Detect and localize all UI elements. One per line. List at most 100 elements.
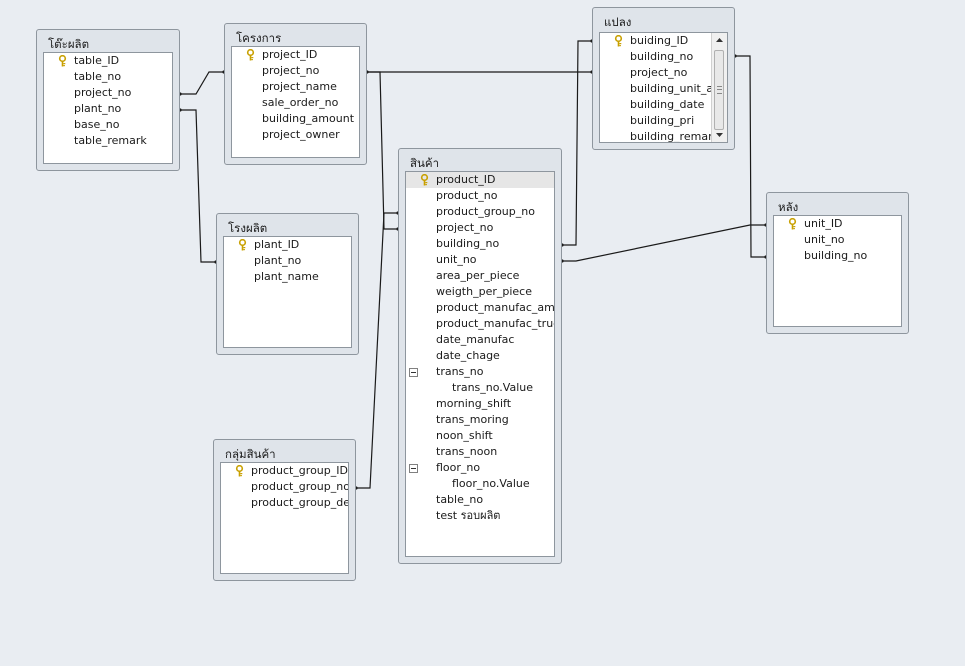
field-row[interactable]: product_group_no <box>221 479 348 495</box>
field-name: table_no <box>74 70 122 83</box>
field-row[interactable]: product_group_no <box>406 204 554 220</box>
field-list: table_ID table_no project_no plant_no base_n… <box>43 52 173 164</box>
field-name: building_amount <box>262 112 355 125</box>
field-row[interactable]: trans_no <box>406 364 554 380</box>
collapse-icon[interactable] <box>409 368 418 377</box>
field-row[interactable]: project_no <box>232 63 359 79</box>
field-name: trans_no.Value <box>452 381 533 394</box>
field-row[interactable]: product_manufac_true <box>406 316 554 332</box>
field-row[interactable]: unit_no <box>406 252 554 268</box>
table-title: โต๊ะผลิต <box>48 37 90 51</box>
field-row[interactable]: building_no <box>406 236 554 252</box>
field-name: building_no <box>436 237 500 250</box>
table-title: แปลง <box>604 15 632 29</box>
field-name: trans_noon <box>436 445 498 458</box>
field-row[interactable]: project_no <box>406 220 554 236</box>
field-row[interactable]: building_unit_am <box>600 81 727 97</box>
field-row[interactable]: buiding_ID <box>600 33 727 49</box>
field-name: table_remark <box>74 134 147 147</box>
field-row[interactable]: plant_ID <box>224 237 351 253</box>
field-row[interactable]: unit_no <box>774 232 901 248</box>
table-title: กลุ่มสินค้า <box>225 447 276 461</box>
field-row[interactable]: plant_name <box>224 269 351 285</box>
field-name: product_ID <box>436 173 496 186</box>
field-row[interactable]: table_no <box>406 492 554 508</box>
field-row[interactable]: plant_no <box>44 101 172 117</box>
rel-project-product <box>367 71 398 230</box>
field-name: plant_no <box>74 102 122 115</box>
field-name: date_chage <box>436 349 500 362</box>
field-row[interactable]: project_ID <box>232 47 359 63</box>
field-row[interactable]: test รอบผลิต <box>406 508 554 524</box>
rel-product-building <box>562 40 592 246</box>
field-name: building_date <box>630 98 705 111</box>
field-name: unit_ID <box>804 217 843 230</box>
rel-table-project <box>180 71 224 95</box>
field-row[interactable]: project_no <box>600 65 727 81</box>
field-name: floor_no.Value <box>452 477 530 490</box>
field-row[interactable]: area_per_piece <box>406 268 554 284</box>
scroll-thumb[interactable] <box>714 50 724 130</box>
field-row[interactable]: table_ID <box>44 53 172 69</box>
vertical-scrollbar[interactable] <box>711 33 727 142</box>
field-row[interactable]: floor_no <box>406 460 554 476</box>
field-row[interactable]: building_remark <box>600 129 727 142</box>
field-row[interactable]: product_manufac_amount <box>406 300 554 316</box>
scroll-up-icon[interactable] <box>713 34 726 47</box>
field-row[interactable]: building_no <box>774 248 901 264</box>
field-name: project_name <box>262 80 337 93</box>
field-name: project_no <box>74 86 132 99</box>
field-row[interactable]: table_no <box>44 69 172 85</box>
field-row[interactable]: weigth_per_piece <box>406 284 554 300</box>
scroll-down-icon[interactable] <box>713 128 726 141</box>
field-row[interactable]: date_manufac <box>406 332 554 348</box>
field-row[interactable]: product_group_ID <box>221 463 348 479</box>
field-name: sale_order_no <box>262 96 339 109</box>
field-name: base_no <box>74 118 120 131</box>
field-name: table_ID <box>74 54 120 67</box>
field-name: area_per_piece <box>436 269 520 282</box>
field-row[interactable]: morning_shift <box>406 396 554 412</box>
field-name: product_group_desc <box>251 496 348 509</box>
field-name: buiding_ID <box>630 34 689 47</box>
field-name: test รอบผลิต <box>436 509 501 522</box>
rel-table-plant <box>180 109 216 263</box>
field-row[interactable]: plant_no <box>224 253 351 269</box>
field-row[interactable]: trans_noon <box>406 444 554 460</box>
field-row[interactable]: sale_order_no <box>232 95 359 111</box>
field-row[interactable]: table_remark <box>44 133 172 149</box>
field-row[interactable]: base_no <box>44 117 172 133</box>
table-title: โรงผลิต <box>228 221 268 235</box>
field-name: date_manufac <box>436 333 515 346</box>
collapse-icon[interactable] <box>409 464 418 473</box>
field-row[interactable]: trans_no.Value <box>406 380 554 396</box>
field-row[interactable]: project_name <box>232 79 359 95</box>
field-row[interactable]: product_ID <box>406 172 554 188</box>
table-title: สินค้า <box>410 156 440 170</box>
field-row[interactable]: trans_moring <box>406 412 554 428</box>
field-row[interactable]: product_group_desc <box>221 495 348 511</box>
field-row[interactable]: product_no <box>406 188 554 204</box>
field-row[interactable]: project_no <box>44 85 172 101</box>
field-row[interactable]: building_no <box>600 49 727 65</box>
field-row[interactable]: project_owner <box>232 127 359 143</box>
field-row[interactable]: building_amount <box>232 111 359 127</box>
field-row[interactable]: building_date <box>600 97 727 113</box>
field-row[interactable]: building_pri <box>600 113 727 129</box>
rel-product-unit <box>562 224 766 262</box>
field-row[interactable]: noon_shift <box>406 428 554 444</box>
field-row[interactable]: date_chage <box>406 348 554 364</box>
field-row[interactable]: floor_no.Value <box>406 476 554 492</box>
field-name: plant_ID <box>254 238 300 251</box>
field-row[interactable]: unit_ID <box>774 216 901 232</box>
